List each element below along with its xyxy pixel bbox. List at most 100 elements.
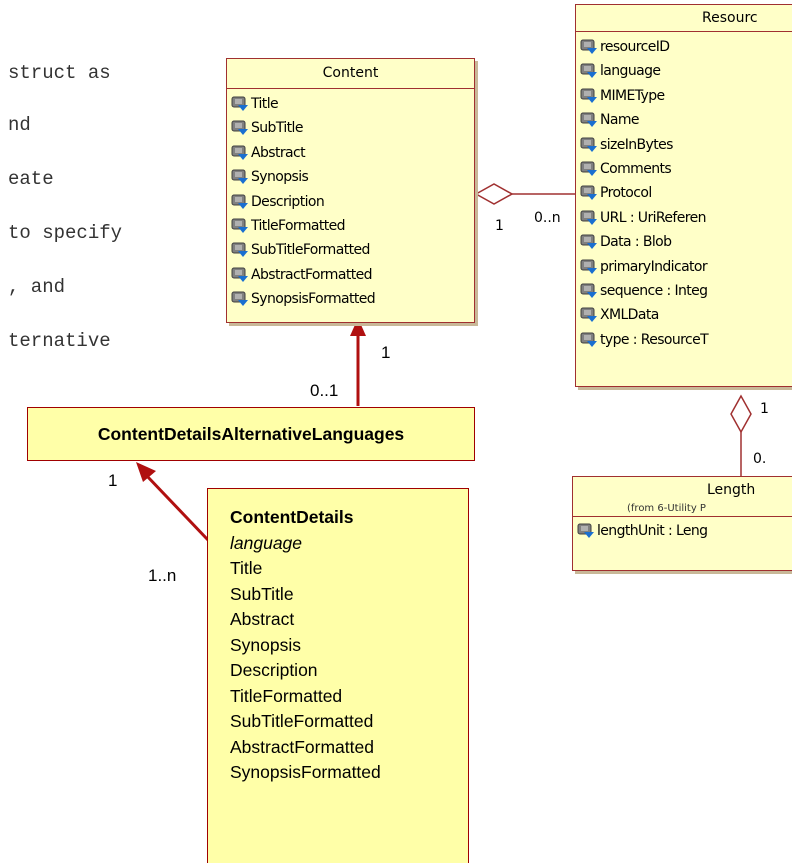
multiplicity-label: 0..1 [310,381,339,400]
class-attribute: type : ResourceT [576,328,792,352]
attribute-icon [580,259,597,274]
class-attribute: AbstractFormatted [227,263,474,287]
class-attribute: URL : UriReferen [576,206,792,230]
class-attribute: Comments [576,157,792,181]
attribute-label: SubTitle [251,120,303,137]
attribute-icon [231,194,248,209]
content-details-title: ContentDetails [230,507,354,527]
bg-text-line: ternative [8,330,111,352]
attribute-icon [580,185,597,201]
alt-to-content-arrowhead [350,318,366,336]
multiplicity-label: 1 [760,401,769,417]
bg-text-line: eate [8,168,54,190]
attribute-icon [580,88,597,103]
attribute-label: resourceID [600,39,670,55]
multiplicity-label: 1 [381,343,391,362]
class-attribute: Data : Blob [576,230,792,254]
details-to-alt-arrow [144,473,210,542]
attribute-label: sizeInBytes [600,136,673,153]
class-attribute: XMLData [576,303,792,327]
multiplicity-label: 1 [495,218,504,234]
attribute-label: type : ResourceT [600,331,709,348]
attribute-icon [580,112,597,128]
bg-text-line: nd [8,114,31,136]
attribute-icon [231,242,248,258]
aggregation-diamond-resource [730,394,752,434]
length-attributes: lengthUnit : Leng [573,517,792,543]
class-attribute: resourceID [576,35,792,59]
attribute-icon [580,137,597,152]
attribute-icon [231,218,248,233]
attribute-icon [577,523,594,538]
attribute-icon [580,39,597,54]
content-details-line: AbstractFormatted [230,736,374,757]
class-attribute: SubTitle [227,116,474,140]
content-details-line: Abstract [230,609,295,629]
attribute-label: AbstractFormatted [251,266,373,283]
multiplicity-label: 1 [108,471,118,490]
class-attribute: primaryIndicator [576,255,792,279]
attribute-icon [231,96,248,111]
class-attribute: SynopsisFormatted [227,287,474,311]
class-attribute: SubTitleFormatted [227,238,474,262]
content-details-italic-line: language [230,532,303,553]
attribute-label: XMLData [600,307,659,324]
class-attribute: Description [227,190,474,214]
attribute-label: URL : UriReferen [600,209,706,226]
attribute-icon [580,307,597,323]
content-details-line: SubTitle [230,583,294,604]
bg-text-line: , and [8,276,66,298]
content-class-title: Content [227,59,474,89]
alt-languages-box: ContentDetailsAlternativeLanguages [27,407,475,461]
class-attribute: Abstract [227,141,474,165]
attribute-label: sequence : Integ [600,282,708,299]
attribute-label: SynopsisFormatted [251,291,376,308]
attribute-icon [231,145,248,160]
attribute-icon [580,63,597,79]
length-class-title: Length [707,482,756,498]
attribute-icon [580,234,597,250]
content-details-line: Description [230,660,318,680]
attribute-label: TitleFormatted [251,217,346,234]
attribute-icon [580,161,597,176]
length-class: Length (from 6-Utility P lengthUnit : Le… [572,476,792,571]
content-details-line: TitleFormatted [230,685,343,706]
multiplicity-label: 1..n [148,566,177,585]
class-attribute: Title [227,92,474,116]
attribute-icon [231,169,248,185]
class-attribute: language [576,59,792,83]
details-to-alt-arrowhead [136,462,156,482]
attribute-label: Synopsis [251,169,309,186]
length-class-subtitle: (from 6-Utility P [573,503,792,517]
attribute-icon [231,291,248,307]
attribute-icon [231,267,248,282]
class-attribute: Synopsis [227,165,474,189]
class-attribute: Protocol [576,181,792,205]
class-attribute: sequence : Integ [576,279,792,303]
attribute-icon [580,210,597,225]
attribute-label: Description [251,193,325,210]
attribute-label: primaryIndicator [600,258,708,275]
attribute-label: Name [600,112,640,129]
content-details-line: Synopsis [230,634,302,655]
attribute-icon [231,120,248,136]
content-details-line: SynopsisFormatted [230,762,381,782]
class-attribute: lengthUnit : Leng [573,519,792,543]
multiplicity-label: 0..n [534,210,561,226]
class-attribute: Name [576,108,792,132]
content-details-line: SubTitleFormatted [230,711,374,731]
attribute-label: MIMEType [600,87,665,104]
attribute-label: Comments [600,160,672,177]
content-details-line: Title [230,558,263,578]
multiplicity-label: 0. [753,451,767,467]
attribute-icon [580,283,597,298]
resource-class-title: Resourc [576,5,792,32]
bg-text-line: to specify [8,222,123,244]
class-attribute: MIMEType [576,84,792,108]
